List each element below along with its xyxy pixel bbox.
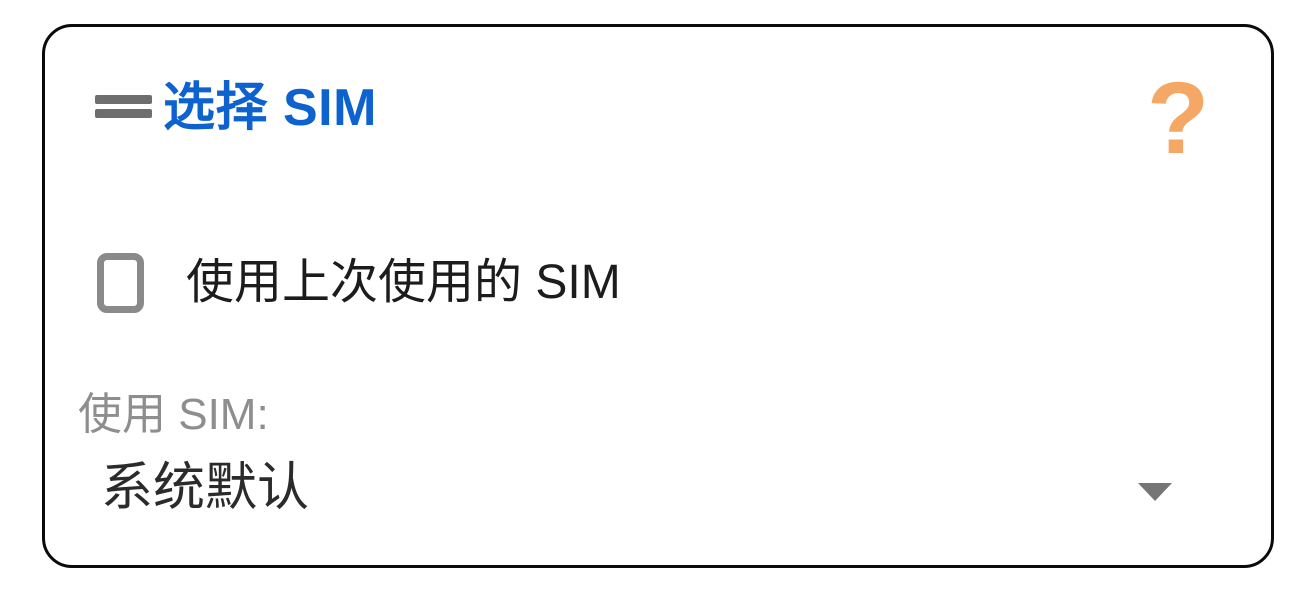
drag-handle-icon[interactable]	[95, 95, 152, 118]
dialog-title: 选择 SIM	[163, 79, 377, 137]
checkbox-unchecked-icon[interactable]	[97, 253, 144, 313]
select-sim-dialog: 选择 SIM ? 使用上次使用的 SIM 使用 SIM: 系统默认	[42, 24, 1274, 568]
use-last-sim-checkbox-row[interactable]: 使用上次使用的 SIM	[97, 253, 621, 313]
drag-handle-bar	[95, 109, 152, 118]
help-icon[interactable]: ?	[1146, 61, 1210, 175]
use-sim-spinner-label: 使用 SIM:	[78, 390, 269, 439]
spinner-selected-value[interactable]: 系统默认	[101, 459, 310, 517]
drag-handle-bar	[95, 95, 152, 104]
checkbox-label[interactable]: 使用上次使用的 SIM	[186, 256, 621, 309]
use-sim-spinner[interactable]: 系统默认	[45, 455, 1271, 525]
dropdown-arrow-icon[interactable]	[1138, 483, 1172, 501]
